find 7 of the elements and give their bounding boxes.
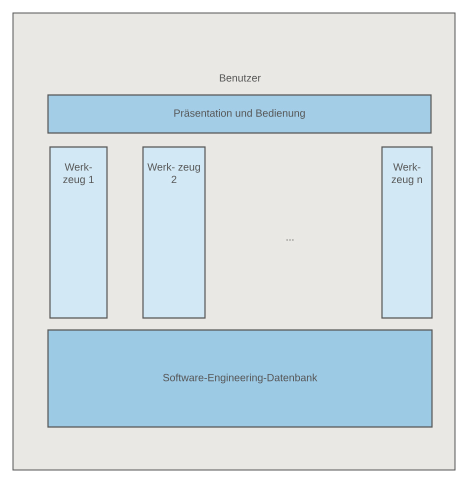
- tool-column: Werk- zeug 1: [49, 146, 108, 319]
- user-label: Benutzer: [220, 74, 261, 82]
- tool-column: Werk- zeug 2: [142, 146, 206, 319]
- database-bar: Software-Engineering-Datenbank: [47, 329, 433, 428]
- presentation-bar: Präsentation und Bedienung: [47, 94, 432, 134]
- tool-column: Werk- zeug n: [381, 146, 433, 319]
- ellipsis: ...: [286, 239, 294, 241]
